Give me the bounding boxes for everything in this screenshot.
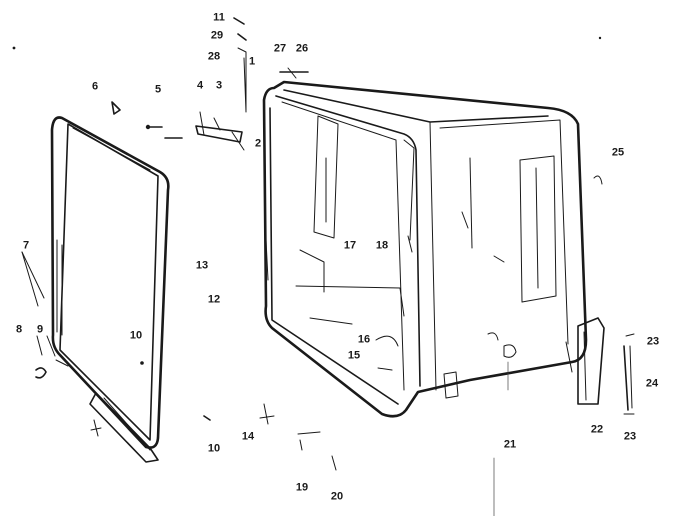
door-panel <box>50 116 170 449</box>
callout-8: 8 <box>15 323 23 336</box>
callout-29: 29 <box>210 29 224 42</box>
callout-10-door: 10 <box>129 329 143 342</box>
callout-1: 1 <box>248 55 256 68</box>
callout-7: 7 <box>22 239 30 252</box>
callout-28: 28 <box>207 50 221 63</box>
callout-19: 19 <box>295 481 309 494</box>
callout-12: 12 <box>207 293 221 306</box>
callout-11: 11 <box>213 11 225 24</box>
callout-21: 21 <box>503 438 517 451</box>
bottom-small-parts <box>203 361 509 516</box>
callout-6: 6 <box>91 80 99 93</box>
callout-25: 25 <box>611 146 625 159</box>
callout-14: 14 <box>241 430 255 443</box>
callout-10-bottom: 10 <box>207 442 221 455</box>
callout-5: 5 <box>154 83 162 96</box>
callout-26: 26 <box>295 42 309 55</box>
callout-20: 20 <box>330 490 344 503</box>
callout-16: 16 <box>357 333 371 346</box>
door-bottom-trim <box>89 392 159 463</box>
callout-27: 27 <box>273 42 287 55</box>
callout-17: 17 <box>343 239 357 252</box>
door-trim-parts <box>21 251 69 379</box>
callout-13: 13 <box>195 259 209 272</box>
hinge-parts <box>233 17 309 113</box>
callout-4: 4 <box>196 79 204 92</box>
callout-2: 2 <box>254 137 262 150</box>
callout-24: 24 <box>645 377 659 390</box>
callout-18: 18 <box>375 239 389 252</box>
callout-15: 15 <box>347 349 361 362</box>
callout-23-top: 23 <box>646 335 660 348</box>
right-side-parts <box>565 175 635 415</box>
tub-body <box>262 80 588 418</box>
door-top-hardware <box>111 101 245 151</box>
callout-23-bottom: 23 <box>623 430 637 443</box>
callout-22: 22 <box>590 423 604 436</box>
scan-marks <box>12 36 602 50</box>
callout-9: 9 <box>36 323 44 336</box>
callout-3: 3 <box>215 79 223 92</box>
